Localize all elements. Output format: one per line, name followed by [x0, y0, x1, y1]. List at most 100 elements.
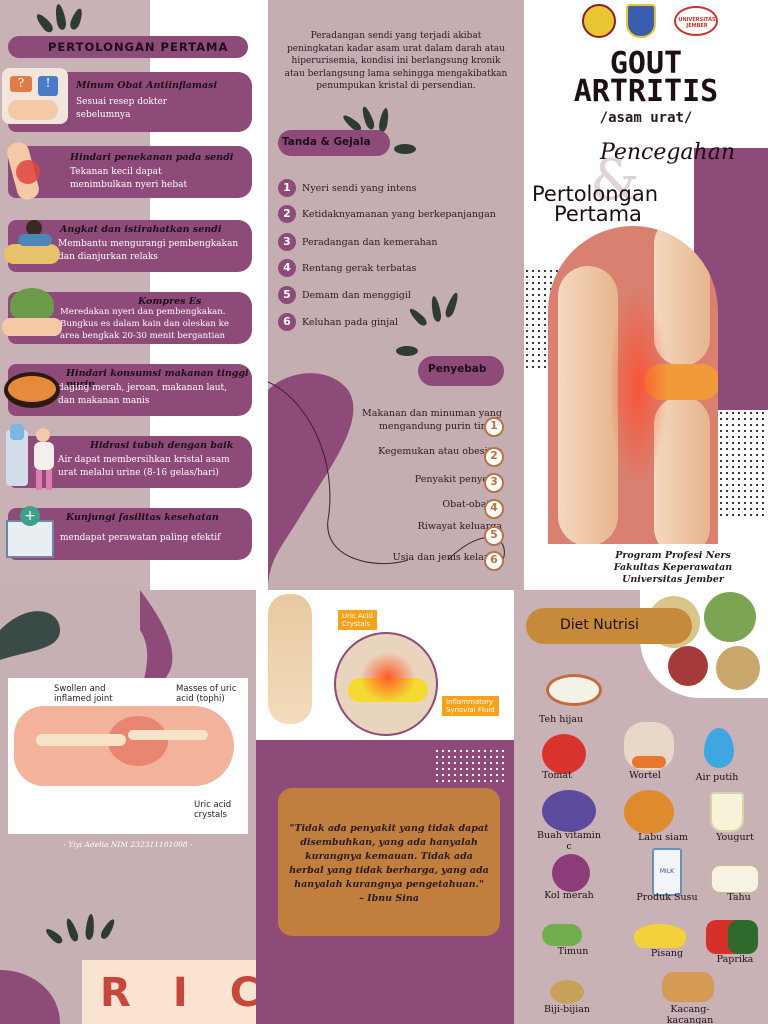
inflammation-glow — [608, 286, 668, 486]
cucumber-icon — [542, 924, 582, 946]
causes-title: Penyebab — [428, 363, 487, 375]
rice-letters: RICE — [100, 970, 256, 1016]
item-desc: mendapat perawatan paling efektif — [60, 533, 221, 543]
number-badge: 5 — [278, 286, 296, 304]
ners-logo-text: UNIVERSITAS JEMBER — [678, 17, 716, 29]
head-shape — [26, 220, 42, 236]
decor-blob — [0, 590, 173, 1024]
food-label: Timun — [557, 946, 589, 957]
item-title: Minum Obat Antiinflamasi — [76, 80, 218, 91]
symptoms-title-bar — [278, 130, 390, 156]
food-label: Yougurt — [716, 832, 754, 843]
item-desc: Meredakan nyeri dan pembengkakan.Bungkus… — [60, 307, 229, 341]
cause-5-text: Riwayat keluarga — [417, 521, 502, 532]
leg-shape — [46, 470, 52, 490]
rice-box — [82, 960, 256, 1024]
body-shape — [18, 234, 52, 246]
nuts-icon — [662, 972, 714, 1002]
bone-shape — [36, 734, 126, 746]
ice-pack-illustration — [2, 284, 64, 340]
water-drinking-illustration — [2, 424, 68, 494]
food-label: Wortel — [629, 770, 661, 781]
bowl-bean-icon — [668, 646, 708, 686]
item-title: Hindari penekanan pada sendi — [70, 152, 234, 163]
author-text: - Yiyi Adelia NIM 232311101008 - — [63, 840, 193, 849]
water-drop-icon — [704, 728, 734, 768]
food-label: Labu siam — [638, 832, 688, 843]
food-label: Tahu — [727, 892, 751, 903]
ners-logo-icon — [674, 6, 718, 36]
seeds-icon — [550, 980, 584, 1004]
symptoms-title: Tanda & Gejala — [282, 136, 371, 148]
food-label: Buah vitamin c — [537, 830, 601, 852]
number-badge: 6 — [278, 313, 296, 331]
cover-subtitle: /asam urat/ — [599, 110, 693, 126]
water-dispenser-icon — [6, 430, 28, 486]
first-aid-title-bar — [8, 36, 248, 58]
paprika-green-shape — [728, 920, 758, 954]
tomato-icon — [542, 734, 586, 774]
number-badge: 6 — [484, 551, 504, 571]
food-bowl-illustration — [2, 362, 62, 418]
head-shape — [36, 428, 50, 442]
number-badge: 3 — [278, 233, 296, 251]
food-label: Teh hijau — [538, 714, 584, 725]
water-bottle-shape — [10, 424, 24, 440]
cover-ampersand: & — [590, 148, 640, 213]
number-badge: 5 — [484, 526, 504, 546]
cause-6-text: Usia dan jenis kelamin — [392, 552, 502, 563]
leaf-decor — [394, 144, 416, 154]
number-badge: 4 — [278, 259, 296, 277]
resting-person-illustration — [2, 214, 62, 270]
bowl-nut-icon — [716, 646, 760, 690]
alert-icon: ! — [38, 76, 58, 96]
cause-3-text: Penyakit penyerta — [414, 474, 502, 485]
cross-icon: + — [20, 506, 40, 526]
food-label: Produk Susu — [636, 892, 698, 903]
tofu-icon — [710, 864, 760, 894]
dot-pattern — [434, 748, 504, 784]
university-logo-icon — [582, 4, 616, 38]
diet-panel: Diet Nutrisi Teh hijau Tomat Wortel Air … — [514, 590, 768, 1024]
leaf-decor — [33, 11, 56, 35]
faculty-logo-icon — [626, 4, 656, 38]
pain-spot-icon — [16, 160, 40, 184]
item-title: Angkat dan istirahatkan sendi — [60, 224, 222, 235]
crystal-glow — [360, 652, 416, 702]
yogurt-icon — [710, 792, 744, 832]
leaf-decor — [396, 346, 418, 356]
hospital-icon: + — [2, 504, 58, 558]
carrot-shape — [632, 756, 666, 768]
food-label: Tomat — [542, 770, 572, 781]
leaf-decor — [53, 3, 68, 31]
number-badge: 3 — [484, 473, 504, 493]
squash-icon — [624, 790, 674, 834]
food-label: Pisang — [650, 948, 684, 959]
diet-title: Diet Nutrisi — [560, 617, 639, 633]
number-badge: 4 — [484, 499, 504, 519]
ice-bag-icon — [10, 288, 54, 322]
number-badge: 2 — [278, 205, 296, 223]
diet-title-bar — [526, 608, 692, 644]
item-title: Hidrasi tubuh dengan baik — [90, 440, 234, 451]
body-shape — [34, 442, 54, 470]
item-title: Hindari konsumsi makanan tinggi purin — [66, 368, 249, 390]
